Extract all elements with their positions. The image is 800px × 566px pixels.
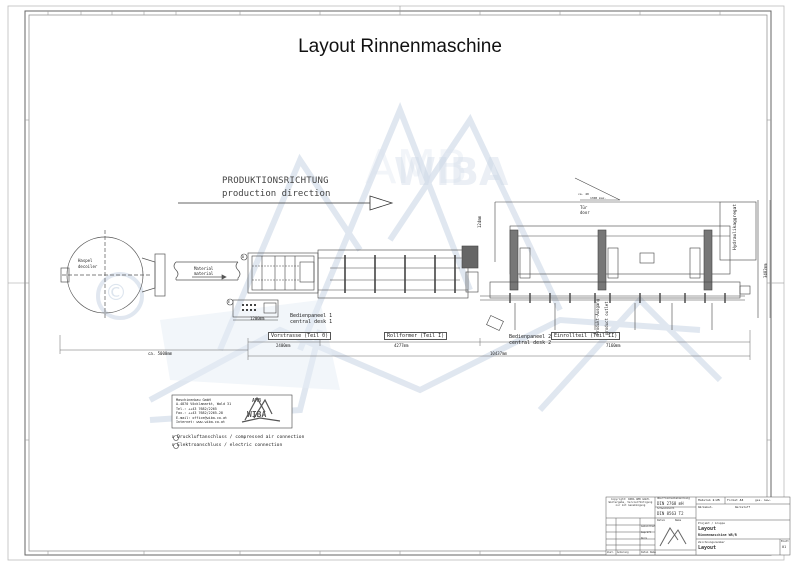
tb-row-drawn: Gezeichnet xyxy=(641,525,656,528)
project-value: Layout xyxy=(698,526,717,532)
legend-symbol-electric: E xyxy=(172,443,175,447)
section-dim-rollformer: 4277mm xyxy=(394,343,409,348)
sheet-label: Blatt xyxy=(781,540,789,543)
tb-row-datum: Datum xyxy=(657,519,665,522)
dim-height-top: 124mm xyxy=(477,215,482,228)
material-label-de: Material xyxy=(194,266,214,271)
surface-value: DIN 2768 mH xyxy=(657,501,684,506)
scale-value: 1:25 xyxy=(712,498,720,502)
dim-decoiler-distance: ca. 5000mm xyxy=(148,351,173,356)
electric-marker-label: E xyxy=(228,300,231,304)
tb-row-norm: Norm xyxy=(641,537,647,540)
section-dim-einrollteil: 7160mm xyxy=(606,343,621,348)
watermark-top-text: AMB xyxy=(365,140,468,194)
company-address: Maschinenbau GmbH A-4870 Vöcklamarkt, Wa… xyxy=(176,398,231,424)
control-desk-2 xyxy=(486,315,504,331)
air-marker-label: D xyxy=(242,255,245,259)
material-label-en: material xyxy=(194,271,214,276)
direction-label-de: PRODUKTIONSRICHTUNG xyxy=(222,176,329,186)
tb-row-checked: Geprüft xyxy=(641,531,652,534)
section-dim-vorstrasse: 2400mm xyxy=(276,343,291,348)
watermark-fill xyxy=(160,300,340,390)
control-desk-1 xyxy=(232,299,279,321)
rev-col-state: Zust. xyxy=(607,551,615,554)
standard-label: Schweißnorm xyxy=(657,507,675,510)
zone-ticks xyxy=(8,6,784,555)
scale-label: Maßstab xyxy=(698,498,711,502)
einrollteil-machine xyxy=(480,177,759,330)
legend-text-air: Druckluftanschluss / compressed air conn… xyxy=(177,435,305,440)
watermark-copyright: © xyxy=(105,281,127,306)
door-dim-1: ca. 40 xyxy=(578,192,589,196)
company-street: A-4870 Vöcklamarkt, Wald 31 xyxy=(176,402,232,407)
section-label-vorstrasse: Vorstrasse (Teil 0) xyxy=(268,332,332,340)
product-outlet-label-de: Produkt-Ausgang xyxy=(595,298,600,335)
tb-row-name: Name xyxy=(675,519,682,522)
control-desk-2-label-en: central desk 2 xyxy=(509,340,552,346)
door-label-de: Tür xyxy=(580,205,588,210)
dimension-lines xyxy=(59,200,771,360)
direction-arrowhead xyxy=(369,195,394,211)
title-block-logo xyxy=(659,527,687,547)
title-block-copyright: Copyright: WIBA AMB GmbH. Weitergabe, Ve… xyxy=(608,498,653,507)
format-label: Format xyxy=(727,498,738,502)
rev-col-date: Datum xyxy=(641,551,649,554)
vorstrasse-machine xyxy=(247,252,319,294)
control-desk-2-label-de: Bedienpaneel 2 xyxy=(509,334,552,340)
sheet-value: 01 xyxy=(782,545,787,549)
project-label: Projekt / Gruppe xyxy=(698,521,725,525)
control-desk-1-label-en: central desk 1 xyxy=(290,319,333,325)
connection-markers xyxy=(173,253,248,449)
rev-col-name: Name xyxy=(650,551,656,554)
company-name: Maschinenbau GmbH xyxy=(176,398,211,402)
door-dim-2: 1300 max. xyxy=(590,196,607,200)
door-label-en: door xyxy=(580,210,590,215)
product-outlet-label-en: product outlet xyxy=(604,301,609,335)
watermark-main-text: WIBA xyxy=(394,150,509,194)
format-value: A3 xyxy=(739,498,744,502)
legend-symbol-air: D xyxy=(172,435,175,439)
drawing-number-label: Zeichnungsnummer xyxy=(698,540,725,544)
company-email: E-mail: office@wiba.co.at xyxy=(176,415,228,420)
scale-field: Maßstab 1:25 xyxy=(698,498,720,502)
weight-label: ges. Gew. xyxy=(755,498,772,502)
material-strip xyxy=(173,261,241,281)
watermark-logo xyxy=(96,101,723,423)
legend-text-electric: Elektroanschluss / electric connection xyxy=(177,443,283,448)
decoiler xyxy=(60,230,166,320)
rollformer-machine xyxy=(317,245,479,299)
direction-label-en: production direction xyxy=(222,189,331,199)
drawing-number-value: Layout xyxy=(698,545,717,551)
machine-value: Rinnenmaschine WR/R xyxy=(698,533,737,537)
standard-value: DIN 8563 T2 xyxy=(657,511,684,516)
surface-label: Oberflächenbehandlung xyxy=(657,497,690,500)
company-internet: Internet: www.wiba.co.at xyxy=(176,420,225,425)
company-tel: Tel.: ++43 7682/2265 xyxy=(176,406,217,411)
company-fax: Fax.: ++43 7682/2265-28 xyxy=(176,411,223,416)
title-block xyxy=(605,496,791,556)
control-desk-1-width: 1200mm xyxy=(250,316,265,321)
section-label-rollformer: Rollformer (Teil I) xyxy=(384,332,448,340)
dim-right-height: 3482mm xyxy=(763,263,768,278)
dim-total-length: 10437mm xyxy=(490,351,507,356)
section-label-einrollteil: Einrollteil (Teil II) xyxy=(551,332,621,340)
format-field: Format A3 xyxy=(727,498,743,502)
page-title: Layout Rinnenmaschine xyxy=(298,36,502,57)
company-logo-top: AMB xyxy=(252,398,262,404)
company-box xyxy=(171,394,293,429)
control-desk-1-label-de: Bedienpaneel 1 xyxy=(290,313,333,319)
decoiler-label-en: decoiler xyxy=(78,264,98,269)
material-field-label: Werkstoff xyxy=(735,505,751,509)
company-logo xyxy=(241,396,281,423)
decoiler-label-de: Haspel xyxy=(78,258,93,263)
hydraulic-unit-label: Hydraulikaggregat xyxy=(733,203,738,250)
treatment-label: Wärmebeh. xyxy=(698,505,714,509)
rev-col-change: Änderung xyxy=(617,551,629,554)
company-logo-main: WIBA xyxy=(247,410,267,419)
